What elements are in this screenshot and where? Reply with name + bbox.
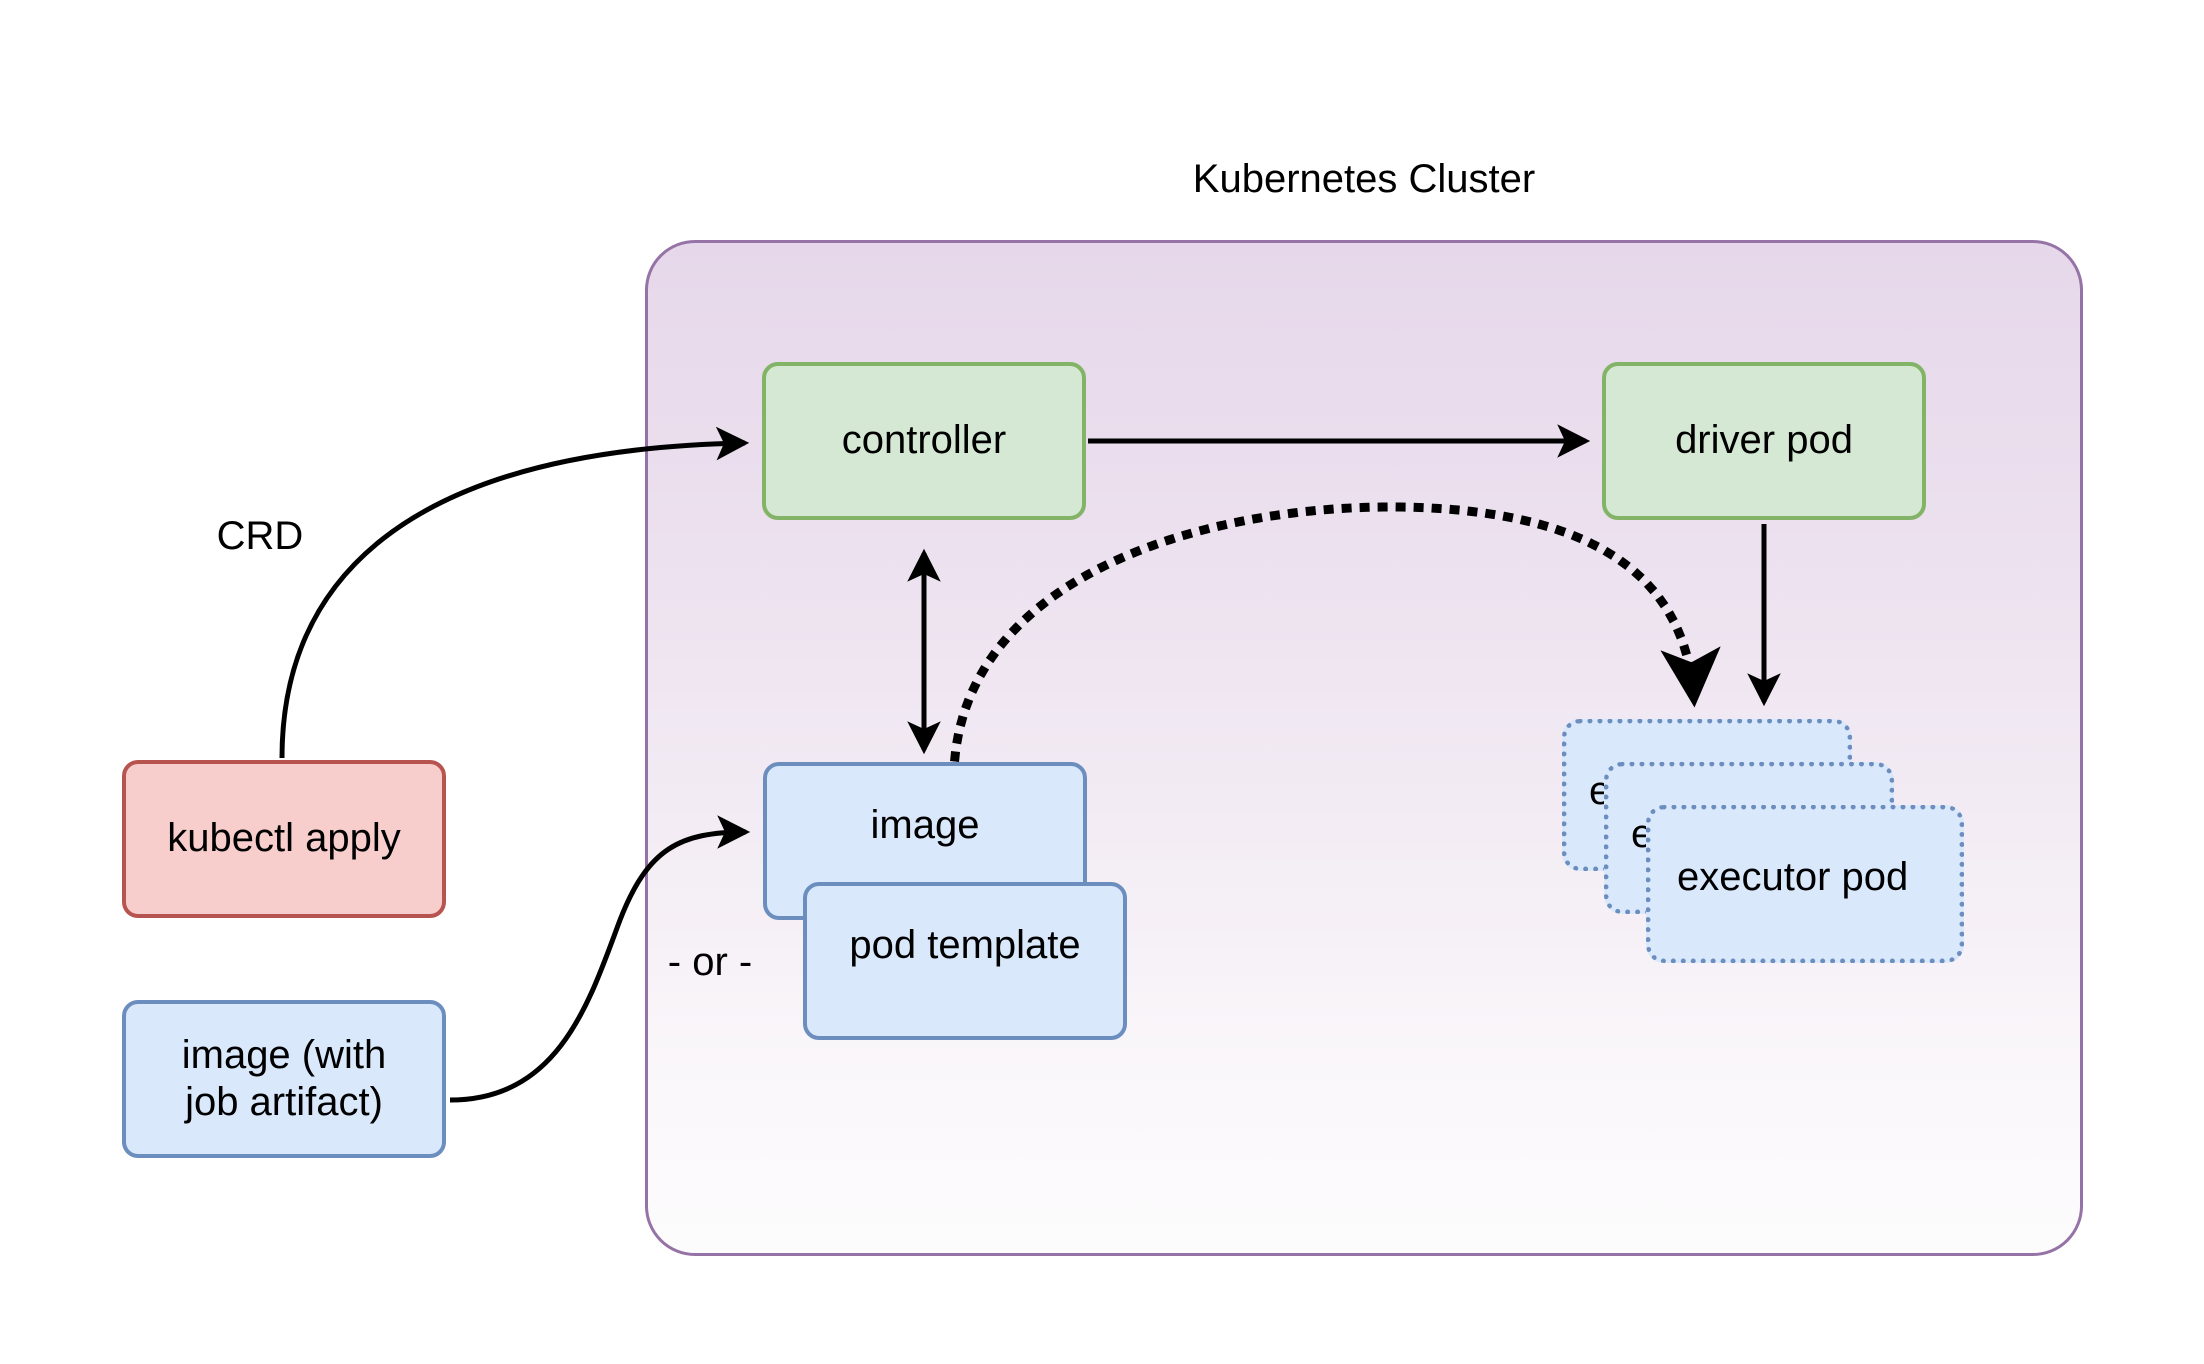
- node-controller[interactable]: controller: [762, 362, 1086, 520]
- node-executor-pod-front-label: executor pod: [1677, 855, 1909, 899]
- crd-edge-label: CRD: [216, 514, 304, 559]
- node-controller-label: controller: [841, 418, 1007, 463]
- node-kubectl-apply-label: kubectl apply: [167, 816, 401, 861]
- node-kubectl-apply[interactable]: kubectl apply: [122, 760, 446, 918]
- node-driver-pod[interactable]: driver pod: [1602, 362, 1926, 520]
- node-image-with-job-artifact-label: image (with job artifact): [181, 1032, 387, 1124]
- node-image-with-job-artifact[interactable]: image (with job artifact): [122, 1000, 446, 1158]
- node-image-label: image: [870, 803, 980, 847]
- or-separator-label: - or -: [667, 940, 753, 985]
- node-pod-template-label: pod template: [849, 923, 1081, 967]
- node-pod-template[interactable]: pod template: [803, 882, 1127, 1040]
- cluster-title: Kubernetes Cluster: [1192, 157, 1536, 202]
- node-driver-pod-label: driver pod: [1675, 418, 1853, 463]
- node-executor-pod-front[interactable]: executor pod: [1646, 805, 1964, 963]
